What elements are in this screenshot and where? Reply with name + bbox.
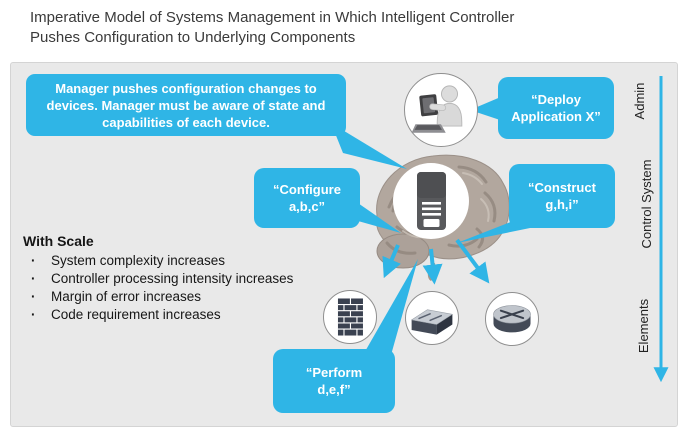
with-scale-item: Margin of error increases: [23, 288, 333, 306]
page-title: Imperative Model of Systems Management i…: [30, 8, 660, 47]
arrow-to-switch: [422, 248, 443, 285]
construct-bubble-line2: g,h,i”: [545, 197, 579, 212]
admin-user-at-laptop-icon: [411, 85, 463, 133]
arrow-to-router: [455, 238, 490, 284]
element-node-switch: [405, 291, 459, 345]
with-scale-item: System complexity increases: [23, 252, 333, 270]
configure-bubble: “Configure a,b,c”: [254, 168, 360, 228]
with-scale-item: Code requirement increases: [23, 306, 333, 324]
side-label-control-system: Control System: [638, 159, 654, 249]
with-scale-item: Controller processing intensity increase…: [23, 270, 333, 288]
page-title-line1: Imperative Model of Systems Management i…: [30, 9, 515, 26]
side-label-admin: Admin: [631, 82, 647, 120]
deploy-bubble-line1: “Deploy: [531, 92, 581, 107]
element-node-router: [485, 292, 539, 346]
switch-icon: [410, 309, 454, 335]
configure-bubble-line1: “Configure: [273, 182, 341, 197]
deploy-bubble-line2: Application X”: [511, 109, 601, 124]
diagram-panel: Manager pushes configuration changes to …: [10, 62, 678, 427]
manager-callout-text: Manager pushes configuration changes to …: [46, 80, 326, 130]
controller-node: [393, 163, 469, 239]
server-tower-icon: [417, 172, 446, 230]
router-icon: [493, 305, 531, 333]
perform-bubble-line1: “Perform: [305, 365, 363, 380]
construct-bubble-line1: “Construct: [528, 180, 596, 195]
page-title-line2: Pushes Configuration to Underlying Compo…: [30, 28, 356, 46]
arrow-to-firewall: [382, 244, 401, 279]
admin-node: [404, 73, 478, 147]
firewall-icon: [337, 298, 363, 336]
configure-bubble-line2: a,b,c”: [288, 199, 326, 214]
manager-callout: Manager pushes configuration changes to …: [26, 74, 346, 136]
perform-bubble-line2: d,e,f”: [317, 382, 351, 397]
with-scale-list: System complexity increases Controller p…: [23, 252, 333, 324]
with-scale-block: With Scale System complexity increases C…: [23, 233, 333, 324]
deploy-bubble: “Deploy Application X”: [498, 77, 614, 139]
with-scale-heading: With Scale: [23, 233, 94, 249]
construct-bubble: “Construct g,h,i”: [509, 164, 615, 228]
perform-bubble: “Perform d,e,f”: [273, 349, 395, 413]
side-label-elements: Elements: [635, 298, 651, 354]
